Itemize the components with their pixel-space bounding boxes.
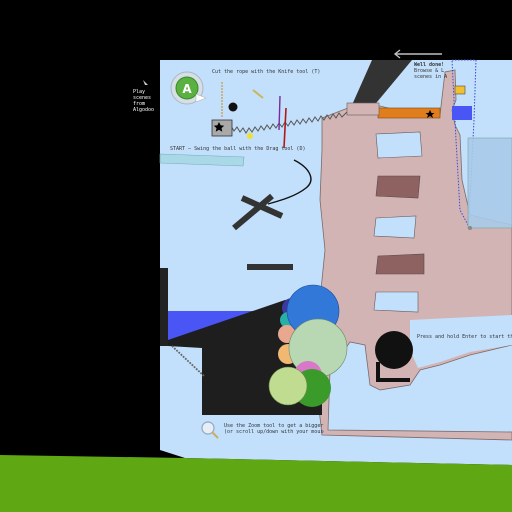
well-done-line-1: Browse & L <box>414 68 445 74</box>
star-icon <box>425 110 435 118</box>
arrow-left-icon[interactable] <box>393 49 442 59</box>
enter-instruction: Press and hold Enter to start the sl <box>417 334 512 340</box>
hint-line-2: scenes <box>133 95 152 101</box>
algodoo-logo-icon[interactable]: A <box>170 71 207 105</box>
blue-chain-structure[interactable] <box>451 59 477 227</box>
spring-rope[interactable] <box>227 111 348 134</box>
star-icon <box>213 122 225 132</box>
hint-play-scenes: Play scenes from Algodoo <box>133 89 163 113</box>
black-curve[interactable] <box>267 159 312 205</box>
glass-panel[interactable] <box>467 137 512 229</box>
yellow-dot <box>247 133 253 139</box>
red-post[interactable] <box>283 107 287 149</box>
pink-platform[interactable] <box>346 102 380 116</box>
grey-block[interactable] <box>211 119 233 137</box>
dark-beam[interactable] <box>352 60 412 108</box>
well-done-note: Well done! Browse & L scenes in A <box>414 62 454 80</box>
wall-window-2[interactable] <box>375 175 421 199</box>
zoom-line-2: (or scroll up/down with your mouse) <box>224 429 324 435</box>
hint-line-4: Algodoo <box>133 107 155 113</box>
knife-tool-mark <box>252 89 264 99</box>
wall-window-4[interactable] <box>375 253 425 275</box>
start-instruction: START — Swing the ball with the Drag too… <box>170 146 306 152</box>
black-ball[interactable] <box>228 102 238 112</box>
wall-opening-right[interactable] <box>410 315 512 368</box>
magnifier-icon[interactable] <box>201 421 219 439</box>
zoom-instruction: Use the Zoom tool to get a bigger pi (or… <box>224 423 324 435</box>
cursor-icon <box>143 80 148 85</box>
dark-bar[interactable] <box>247 264 293 270</box>
small-gadget[interactable] <box>454 85 466 95</box>
zoom-line-1: Use the Zoom tool to get a bigger pi <box>224 423 324 429</box>
chain-link[interactable] <box>171 345 205 377</box>
cross-bar-2[interactable] <box>232 193 274 231</box>
ice-bar[interactable] <box>159 153 245 167</box>
wall-window-3[interactable] <box>373 215 417 239</box>
black-rolling-ball[interactable] <box>375 331 413 369</box>
cut-rope-instruction: Cut the rope with the Knife tool (T) <box>212 69 321 75</box>
black-bracket[interactable] <box>376 362 380 382</box>
glass-panel-hinge <box>468 226 472 230</box>
ground[interactable] <box>0 455 512 512</box>
ball-lime[interactable] <box>268 366 308 406</box>
black-bracket-base[interactable] <box>376 378 410 382</box>
wall-window-5[interactable] <box>373 291 419 313</box>
well-done-line-2: scenes in A <box>414 74 448 80</box>
hint-line-3: from <box>133 101 146 107</box>
hint-line-1: Play <box>133 89 146 95</box>
svg-text:A: A <box>182 82 192 96</box>
blue-water-tank[interactable] <box>452 106 472 120</box>
wall-window-1[interactable] <box>375 131 423 159</box>
well-done-title: Well done! <box>414 62 445 68</box>
purple-post[interactable] <box>278 95 281 131</box>
left-pole[interactable] <box>160 268 168 346</box>
